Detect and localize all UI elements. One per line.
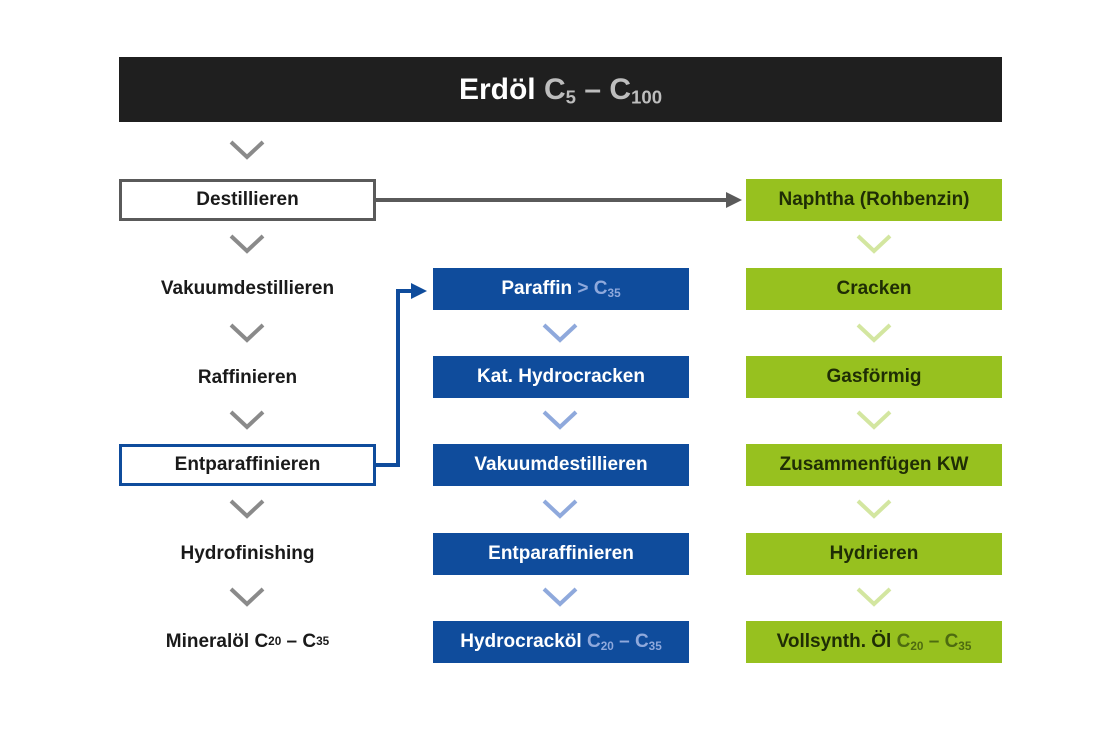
arrow-right-icon xyxy=(411,283,427,299)
arrow-right-icon xyxy=(726,192,742,208)
chevron-down-icon xyxy=(229,587,265,607)
step-destillieren: Destillieren xyxy=(119,179,376,221)
step-hydrieren: Hydrieren xyxy=(746,533,1002,575)
step-hydrofinishing: Hydrofinishing xyxy=(180,543,315,564)
chevron-down-icon xyxy=(542,323,578,343)
header-banner: Erdöl C5 – C100 xyxy=(119,57,1002,122)
chevron-down-icon xyxy=(856,234,892,254)
header-carbon-range: C5 – C100 xyxy=(543,72,663,108)
chevron-down-icon xyxy=(542,499,578,519)
chevron-down-icon xyxy=(229,234,265,254)
step-kat-hydrocracken: Kat. Hydrocracken xyxy=(433,356,689,398)
step-gasfoermig: Gasförmig xyxy=(746,356,1002,398)
step-entparaffinieren-middle: Entparaffinieren xyxy=(433,533,689,575)
chevron-down-icon xyxy=(229,323,265,343)
step-entparaffinieren-left: Entparaffinieren xyxy=(119,444,376,486)
step-paraffin: Paraffin > C35 xyxy=(433,268,689,310)
chevron-down-icon xyxy=(542,410,578,430)
step-raffinieren: Raffinieren xyxy=(197,367,298,388)
chevron-down-icon xyxy=(856,587,892,607)
chevron-down-icon xyxy=(229,140,265,160)
chevron-down-icon xyxy=(542,587,578,607)
step-naphtha: Naphtha (Rohbenzin) xyxy=(746,179,1002,221)
arrow-entparaffinieren-to-paraffin xyxy=(376,289,413,467)
step-vakuumdestillieren-middle: Vakuumdestillieren xyxy=(433,444,689,486)
result-vollsynth-oel: Vollsynth. Öl C20 – C35 xyxy=(746,621,1002,663)
step-zusammenfuegen-kw: Zusammenfügen KW xyxy=(746,444,1002,486)
chevron-down-icon xyxy=(856,323,892,343)
result-hydrocrackoel: Hydrocracköl C20 – C35 xyxy=(433,621,689,663)
step-vakuumdestillieren-left: Vakuumdestillieren xyxy=(160,278,335,299)
chevron-down-icon xyxy=(856,410,892,430)
step-cracken: Cracken xyxy=(746,268,1002,310)
chevron-down-icon xyxy=(229,410,265,430)
header-title: Erdöl xyxy=(458,72,536,106)
chevron-down-icon xyxy=(229,499,265,519)
chevron-down-icon xyxy=(856,499,892,519)
